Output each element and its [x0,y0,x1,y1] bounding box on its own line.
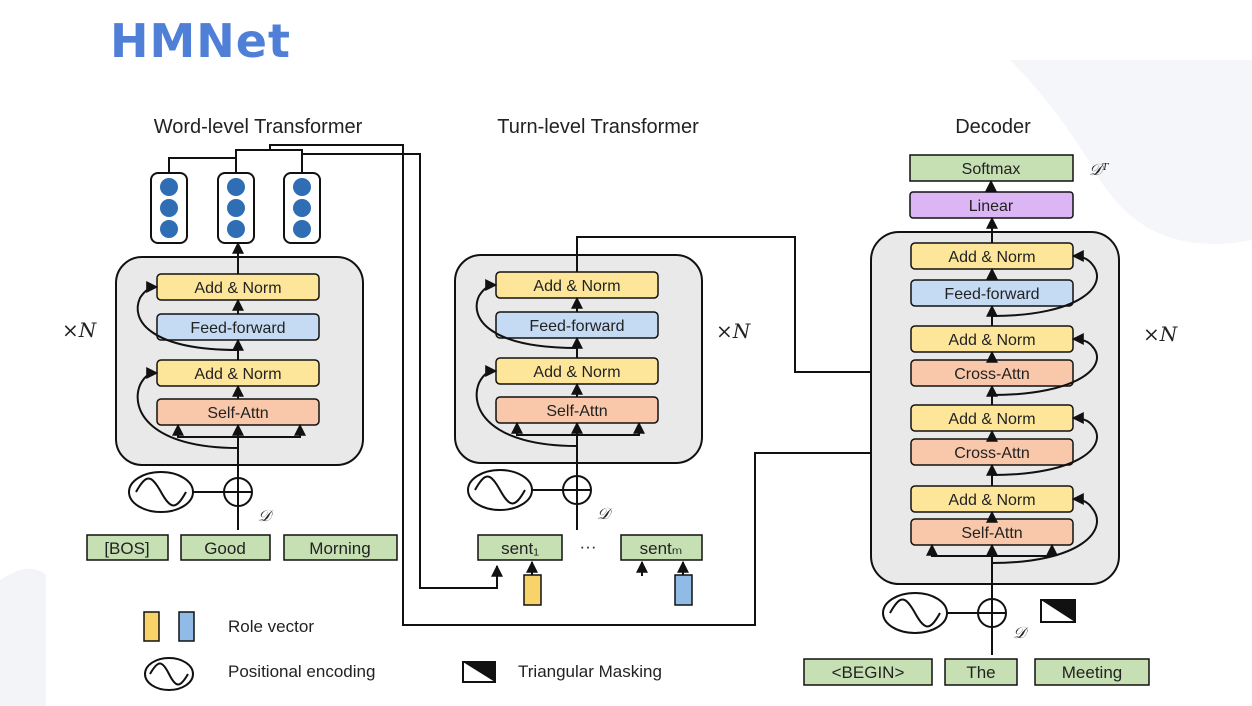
word-token-label: Morning [309,539,370,558]
connector-line [168,157,237,173]
legend-role-yellow-icon [143,611,160,642]
decoder-token [1034,658,1150,686]
decoder-token-label: Meeting [1062,663,1122,682]
turn-feed-forward-label: Feed-forward [529,318,624,335]
word-self-attn-label: Self-Attn [207,405,268,422]
decoder-feed-forward-label: Feed-forward [944,286,1039,303]
role-vector-blue [674,574,693,606]
decoder-token-label: <BEGIN> [832,663,905,682]
decoder-add-norm-3-label: Add & Norm [948,332,1035,349]
word-add-norm-1-label: Add & Norm [194,366,281,383]
decoder-dataset-transposed-symbol: 𝒟ᵀ [1089,160,1110,179]
legend-triangular-masking-label: Triangular Masking [518,662,662,681]
turn-token [477,534,563,561]
turn-token-label: sentₘ [640,539,683,558]
turn-add-norm-2-label: Add & Norm [533,278,620,295]
word-token [283,534,398,561]
turn-repeat-label: ×N [716,319,752,343]
turn-self-attn-label: Self-Attn [546,403,607,420]
connector-line [301,150,503,589]
legend-role-vector-label: Role vector [228,617,314,636]
decoder-token-label: The [966,663,995,682]
decoder-token [944,658,1018,686]
background-shape [0,568,46,706]
turn-token [620,534,703,561]
word-level-title: Word-level Transformer [154,116,363,138]
connector-line [235,149,303,173]
decoder-dataset-symbol: 𝒟 [1013,623,1029,642]
turn-level-title: Turn-level Transformer [497,116,699,138]
turn-dataset-symbol: 𝒟 [597,504,613,523]
word-token-label: Good [204,539,246,558]
decoder-self-attn-label: Self-Attn [961,525,1022,542]
decoder-repeat-label: ×N [1143,322,1179,346]
word-dataset-symbol: 𝒟 [258,506,274,525]
decoder-token [803,658,933,686]
word-add-norm-2-label: Add & Norm [194,280,281,297]
word-repeat-label: ×N [62,318,98,342]
word-token-label: [BOS] [104,539,149,558]
decoder-add-norm-4-label: Add & Norm [948,249,1035,266]
decoder-add-norm-2-label: Add & Norm [948,411,1035,428]
role-vector-yellow [523,574,542,606]
decoder-softmax [909,154,1074,182]
legend: Role vector Positional encoding Triangul… [143,611,662,691]
turn-add-norm-1-label: Add & Norm [533,364,620,381]
turn-ellipsis: ··· [580,537,597,556]
decoder-triangular-mask-icon [1040,599,1076,623]
decoder-softmax-label: Softmax [962,161,1021,178]
decoder-title: Decoder [955,116,1031,138]
background-shape [1010,60,1252,244]
word-token [180,534,271,561]
legend-role-blue-icon [178,611,195,642]
decoder-cross-attn-1-label: Cross-Attn [954,445,1030,462]
decoder-linear-label: Linear [969,198,1014,215]
word-embedding-vectors [150,172,321,244]
decoder-cross-attn-2-label: Cross-Attn [954,366,1030,383]
decoder-add-norm-1-label: Add & Norm [948,492,1035,509]
word-feed-forward-label: Feed-forward [190,320,285,337]
turn-token-label: sent₁ [501,539,539,558]
legend-positional-encoding-label: Positional encoding [228,662,375,681]
page-title: HMNet [110,14,291,68]
connector-line [269,144,910,626]
word-token [86,534,169,561]
